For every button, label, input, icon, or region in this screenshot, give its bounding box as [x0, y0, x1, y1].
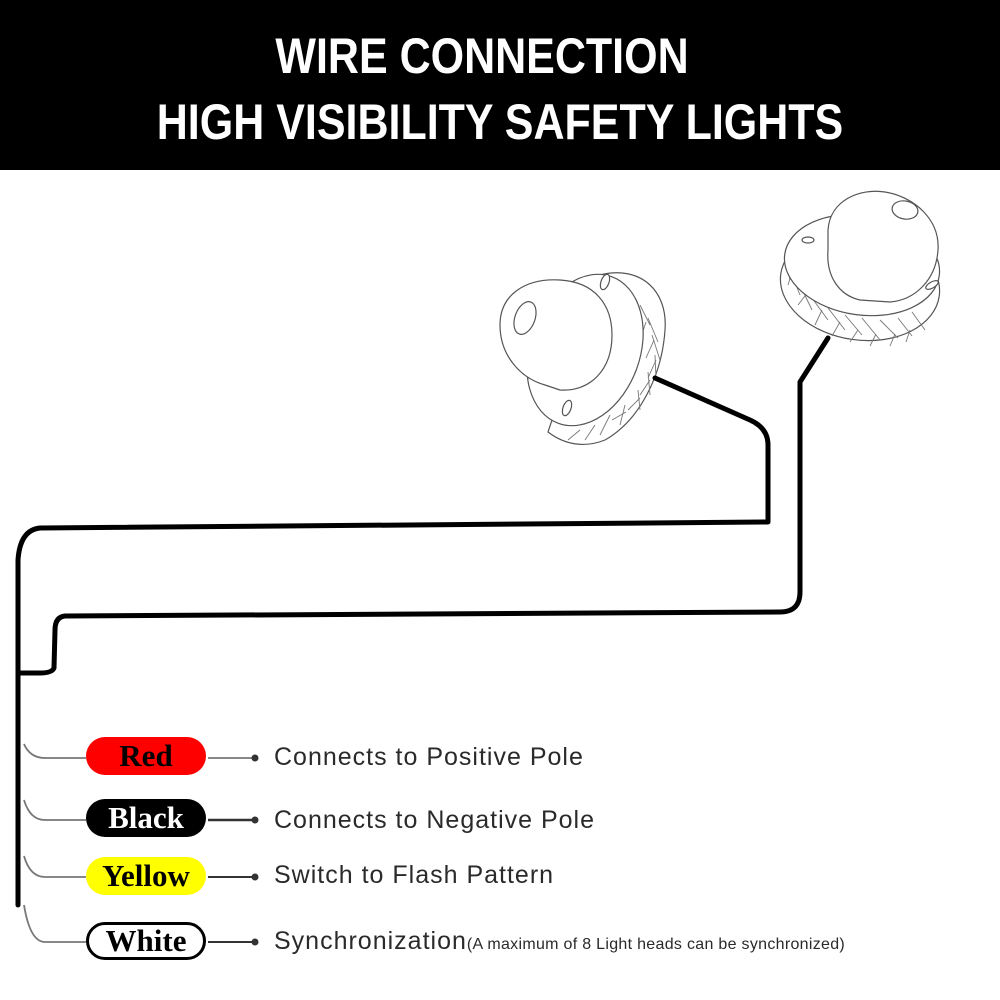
wire-label-yellow-text: Yellow	[102, 858, 190, 893]
wire-desc-red-text: Connects to Positive Pole	[274, 743, 584, 771]
wire-label-black: Black	[86, 799, 206, 837]
wire-label-yellow: Yellow	[86, 857, 206, 895]
wire-label-black-text: Black	[108, 800, 184, 835]
wire-desc-white-text: Synchronization	[274, 927, 467, 955]
light-head-right-icon	[779, 190, 941, 347]
sync-note: (A maximum of 8 Light heads can be synch…	[466, 936, 846, 953]
light-head-left-icon	[499, 272, 666, 446]
wire-label-red-text: Red	[119, 738, 173, 773]
wire-branches	[23, 743, 253, 943]
wire-desc-white: Synchronization(A maximum of 8 Light hea…	[274, 927, 845, 956]
wire-label-white: White	[86, 922, 206, 960]
title-line-1: WIRE CONNECTION	[275, 28, 689, 84]
header-banner: WIRE CONNECTION HIGH VISIBILITY SAFETY L…	[0, 0, 1000, 170]
connector-dots	[251, 754, 259, 946]
wire-label-red: Red	[86, 737, 206, 775]
wire-label-white-text: White	[105, 923, 187, 958]
wire-desc-black-text: Connects to Negative Pole	[274, 806, 596, 834]
wire-desc-black: Connects to Negative Pole	[274, 806, 595, 835]
wire-desc-red: Connects to Positive Pole	[274, 743, 584, 772]
wire-desc-yellow: Switch to Flash Pattern	[274, 861, 554, 890]
title-line-2: HIGH VISIBILITY SAFETY LIGHTS	[156, 94, 844, 150]
main-wire-harness	[15, 335, 831, 908]
wiring-diagram	[15, 190, 941, 946]
wire-desc-yellow-text: Switch to Flash Pattern	[274, 861, 555, 889]
